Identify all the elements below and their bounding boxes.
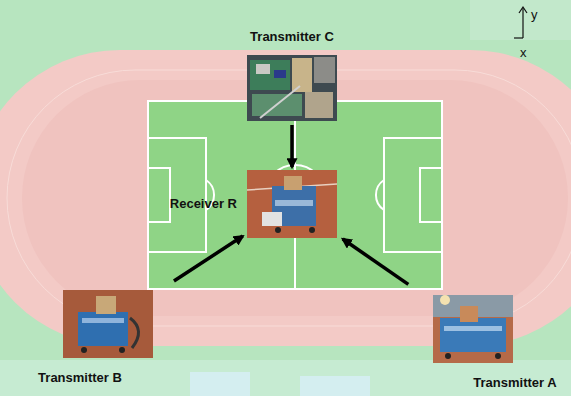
axis-line (522, 8, 523, 38)
photo-receiver-r (247, 170, 337, 238)
axis-label: x (520, 46, 527, 60)
device-label: Transmitter A (473, 375, 556, 391)
photo-ground (63, 290, 153, 358)
penalty-area (148, 138, 206, 252)
field-markings (148, 101, 442, 289)
photo-frame: Transmitter C (247, 55, 337, 121)
speaker-box (314, 57, 335, 83)
signal-arrow (343, 239, 409, 284)
circuit-board (292, 58, 312, 92)
building (300, 376, 370, 396)
chip (274, 70, 286, 78)
penalty-area (384, 138, 442, 252)
track-infield (22, 80, 568, 316)
cart (78, 312, 128, 346)
device-box (284, 176, 302, 190)
laptop (262, 212, 282, 226)
cable (260, 86, 300, 118)
wheel (119, 347, 125, 353)
device-box (96, 296, 116, 314)
football-field (147, 100, 443, 290)
ground-strip (0, 360, 571, 396)
circuit-board (250, 60, 290, 90)
photo-ground (433, 295, 513, 363)
cart-handle (130, 318, 139, 348)
signal-arrow (290, 125, 294, 167)
wheel (445, 353, 451, 359)
device-label: Transmitter B (38, 370, 122, 386)
ground-patch (470, 0, 571, 40)
wheel (275, 227, 281, 233)
axis-arrowhead (519, 7, 527, 13)
device-label: Transmitter C (250, 29, 334, 45)
photo-transmitter-a (433, 295, 513, 363)
axis-symbol (514, 7, 527, 38)
goal-area (420, 168, 442, 222)
track-lane (7, 70, 571, 326)
photo-transmitter-b (63, 290, 153, 358)
axis-label: y (531, 8, 538, 22)
chip (256, 64, 270, 74)
axis-line (514, 37, 523, 38)
field-border (148, 101, 442, 289)
photo-ground (247, 170, 337, 238)
photo-frame: Transmitter B (63, 290, 153, 358)
cart (440, 318, 506, 352)
photo-frame: Receiver R (247, 170, 337, 238)
cable-bundle (305, 92, 333, 118)
wheel (495, 353, 501, 359)
building (190, 372, 250, 396)
sun (440, 295, 450, 305)
wheel (81, 347, 87, 353)
cart-shelf (82, 318, 124, 323)
signal-arrow (174, 236, 243, 281)
photo-transmitter-c (247, 55, 337, 121)
photo-frame: Transmitter A (433, 295, 513, 363)
photo-ground (247, 55, 337, 121)
cart-shelf (275, 200, 313, 206)
wheel (309, 227, 315, 233)
cart-shelf (444, 326, 502, 331)
device-box (460, 306, 478, 322)
penalty-arc (376, 180, 384, 210)
device-label: Receiver R (170, 196, 237, 212)
goal-area (148, 168, 170, 222)
